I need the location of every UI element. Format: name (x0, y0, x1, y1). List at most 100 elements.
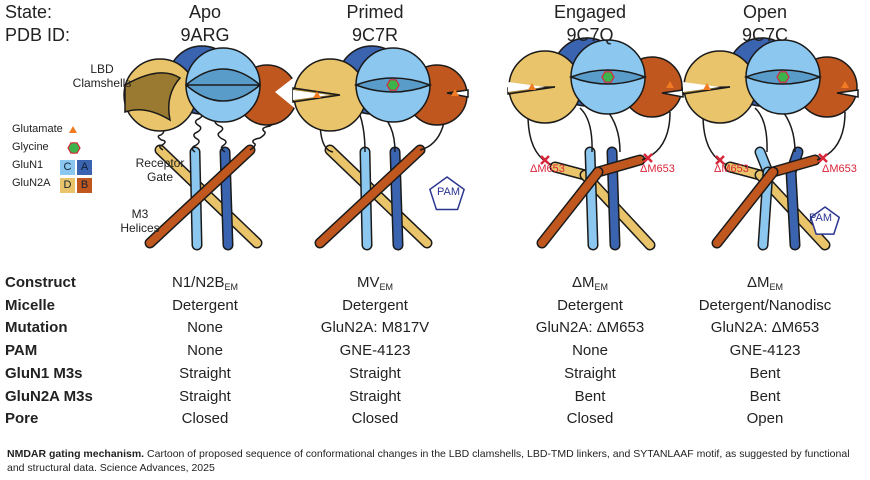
panel-apo-linker-d (157, 129, 166, 151)
panel-apo-glun2a-b-cleft (275, 75, 297, 110)
table-cell: Bent (749, 364, 781, 382)
row-label: Pore (5, 410, 39, 428)
receptor-gate-label: Receptor Gate (135, 156, 185, 184)
table-cell: Open (746, 410, 784, 428)
table-cell: Detergent (172, 296, 238, 314)
table-cell: ΔMEM (505, 274, 675, 292)
cell-subscript: EM (379, 282, 394, 292)
row-label: GluN1 M3s (5, 364, 83, 382)
panel-engaged-deletion-right-icon (643, 153, 653, 163)
panel-engaged-glycine-icon (601, 71, 615, 83)
caption-title: NMDAR gating mechanism. (7, 448, 145, 460)
panel-open-linker-b (816, 111, 846, 161)
panel-primed-glun2a-d-helix (326, 146, 431, 247)
deletion-label-engaged-left: ΔM653 (530, 163, 565, 175)
row-label: GluN2A M3s (5, 387, 93, 405)
glun2a-b-swatch: B (77, 178, 92, 193)
pdb-label: PDB ID: (5, 25, 71, 45)
panel-apo-linker-c (191, 111, 204, 153)
glun1-c-swatch: C (60, 160, 75, 175)
panel-primed-linker-c (359, 114, 366, 153)
table-cell: GluN2A: ΔM653 (535, 319, 645, 337)
table-cell: Detergent (342, 296, 408, 314)
panel-open-pam-icon (809, 206, 841, 235)
table-cell: Detergent/Nanodisc (698, 296, 832, 314)
pdb-apo: 9ARG (180, 25, 230, 45)
legend-glutamate: Glutamate (12, 123, 63, 135)
panel-open-glutamate-b-icon (841, 81, 849, 88)
panel-engaged-linker-b (641, 111, 671, 161)
table-cell: GNE-4123 (729, 342, 801, 360)
table-cell: None (572, 342, 608, 360)
state-open: Open (742, 2, 788, 22)
panel-open-glun2a-b-helix-top (769, 156, 819, 176)
cell-base: ΔM (746, 274, 770, 291)
panel-open-deletion-right-icon (818, 153, 828, 163)
pdb-engaged: 9C7Q (566, 25, 614, 45)
state-engaged: Engaged (553, 2, 627, 22)
state-apo: Apo (188, 2, 222, 22)
table-cell: Straight (564, 364, 616, 382)
glun1-a-swatch: A (77, 160, 92, 175)
state-label: State: (5, 2, 53, 22)
cell-base: N1/N2B (171, 274, 225, 291)
pam-label-primed: PAM (437, 186, 461, 198)
table-cell: Closed (351, 410, 399, 428)
m3-helices-label: M3 Helices (120, 207, 160, 235)
table-cell: Straight (179, 387, 231, 405)
legend-glycine: Glycine (12, 141, 49, 153)
panel-engaged-linker-c (579, 107, 593, 153)
cell-base: ΔM (571, 274, 595, 291)
table-cell: Straight (349, 364, 401, 382)
panel-open-glutamate-d-icon (703, 83, 711, 90)
pdb-primed: 9C7R (351, 25, 399, 45)
panel-engaged-glun2a-d-cleft-open (508, 82, 545, 92)
panel-apo-glun2a-d-helix (156, 146, 261, 247)
table-cell: Bent (574, 387, 606, 405)
panel-primed-pam-icon (428, 176, 466, 211)
panel-primed-glun2a-b-helix (316, 146, 424, 247)
panel-open-glun2a-b-helix (713, 168, 777, 247)
row-label: Construct (5, 274, 76, 291)
table-cell: GluN2A: M817V (320, 319, 430, 337)
glutamate-icon (69, 126, 77, 133)
pam-label-open: PAM (809, 212, 833, 224)
panel-engaged-deletion-left-icon (540, 155, 550, 165)
table-cell: ΔMEM (680, 274, 850, 292)
table-cell: Closed (181, 410, 229, 428)
row-label: PAM (5, 342, 38, 360)
table-cell: Straight (349, 387, 401, 405)
pdb-open: 9C7C (741, 25, 789, 45)
panel-primed-glutamate-d-icon (313, 91, 321, 98)
glun2a-d-swatch: D (60, 178, 75, 193)
panel-apo-glun2a-d-cleft (124, 72, 182, 122)
state-primed: Primed (346, 2, 404, 22)
panel-open-linker-c (754, 107, 768, 153)
cell-subscript: EM (769, 282, 784, 292)
lbd-clamshells-label: LBD Clamshells (72, 62, 132, 90)
panel-engaged-glutamate-d-icon (528, 83, 536, 90)
panel-engaged-glutamate-b-icon (666, 81, 674, 88)
row-label: Mutation (5, 319, 68, 337)
panel-open-glycine-icon (776, 71, 790, 83)
table-cell: Detergent (557, 296, 623, 314)
panel-engaged-glun2a-b-helix (538, 168, 602, 247)
table-cell: Straight (179, 364, 231, 382)
panel-primed-glutamate-b-icon (451, 89, 459, 96)
caption-text: Cartoon of proposed sequence of conforma… (7, 448, 850, 474)
table-cell: GNE-4123 (339, 342, 411, 360)
legend-glun1: GluN1 (12, 159, 44, 171)
panel-open-deletion-left-icon (715, 155, 725, 165)
legend-glun2a: GluN2A (12, 177, 51, 189)
cell-subscript: EM (594, 282, 609, 292)
glycine-icon (67, 142, 81, 154)
panel-apo-glun2a-b-helix (146, 146, 254, 247)
deletion-label-engaged-right: ΔM653 (640, 163, 675, 175)
table-cell: None (187, 319, 223, 337)
panel-open-glun1-a-helix (787, 168, 799, 249)
panel-open-glun2a-b-cleft (836, 89, 859, 98)
panel-engaged-glun2a-b-helix-top (594, 156, 644, 176)
